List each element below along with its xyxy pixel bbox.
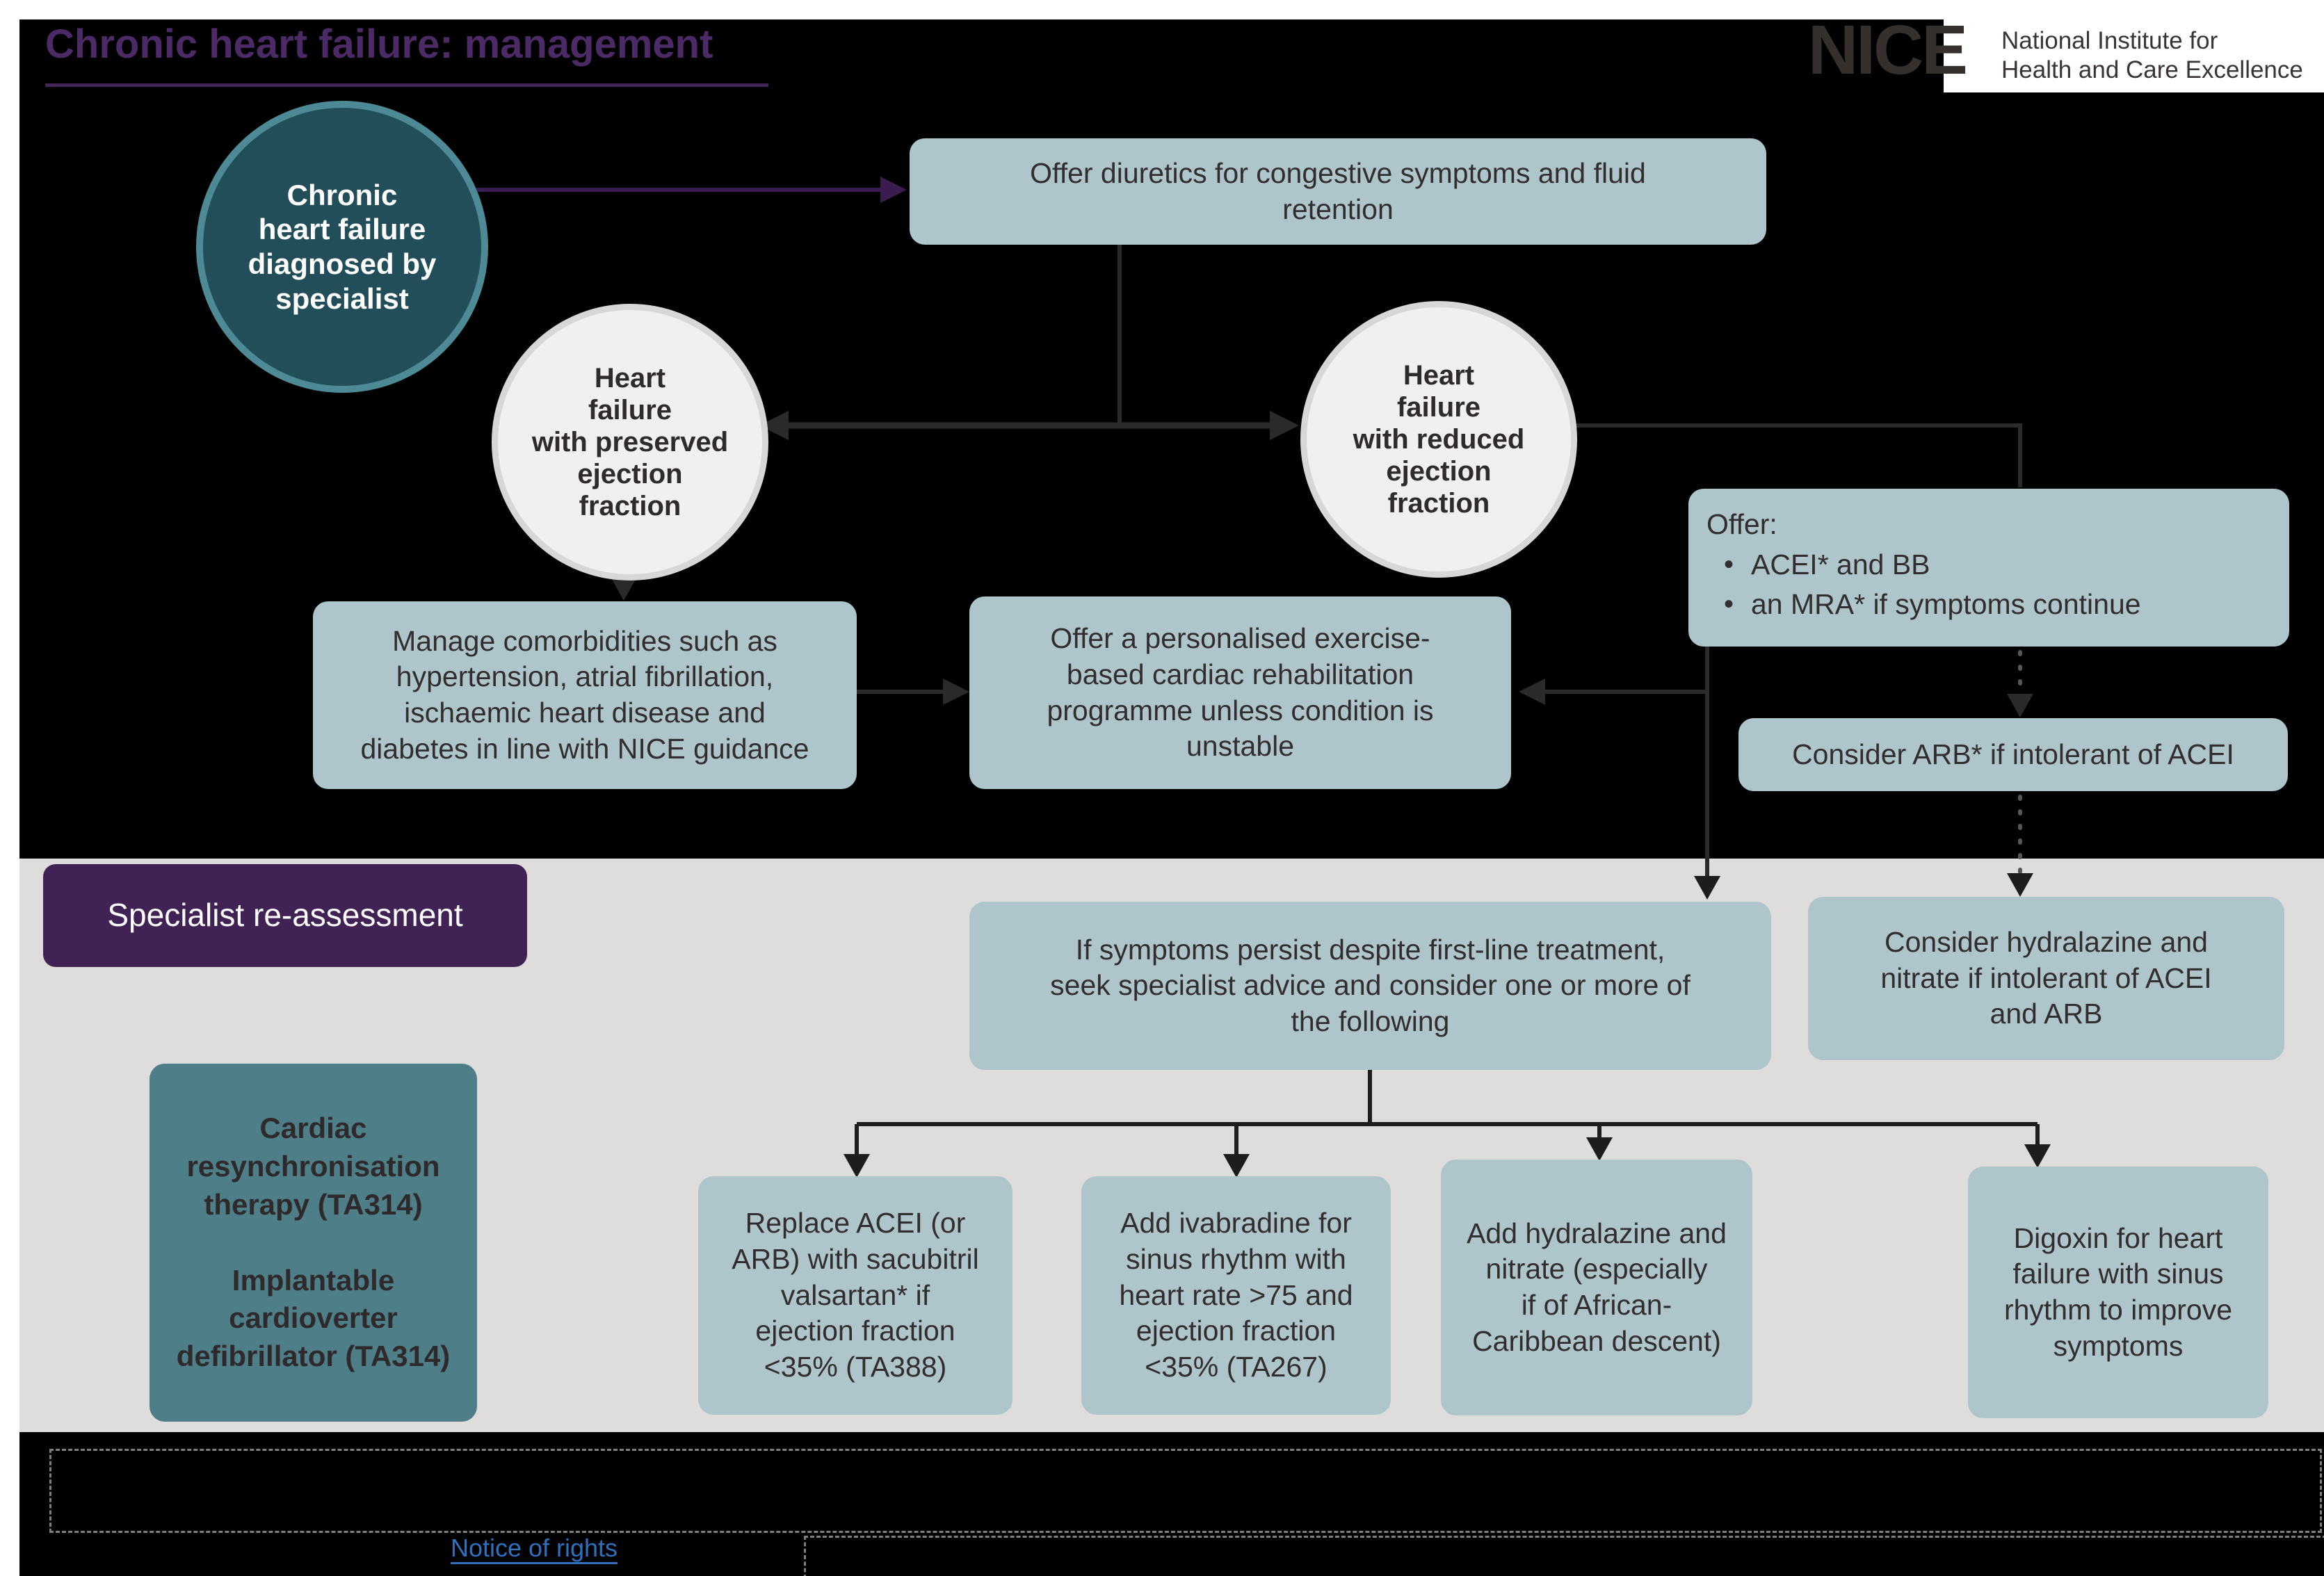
node-add-hydralazine: Add hydralazine and nitrate (especially …: [1441, 1160, 1752, 1415]
notice-of-rights-link[interactable]: Notice of rights: [450, 1534, 618, 1562]
arrowhead-start-to-diuretics: [880, 177, 907, 203]
bullet-icon: •: [1723, 549, 1734, 580]
node-device-therapy-ta314: Cardiac resynchronisation therapy (TA314…: [150, 1064, 477, 1422]
offer-bullet-2: • an MRA* if symptoms continue: [1706, 587, 2141, 623]
arrowhead-to-hfpef: [759, 411, 789, 440]
arrowhead-to-hydralazine: [2007, 873, 2033, 897]
node-symptoms-persist: If symptoms persist despite first-line t…: [969, 902, 1771, 1070]
arrowhead-to-rehab-left: [943, 679, 969, 705]
node-offer-first-line: Offer: • ACEI* and BB • an MRA* if sympt…: [1688, 489, 2289, 647]
arrowhead-to-comorbidities: [611, 577, 637, 601]
node-start-diagnosis: Chronic heart failure diagnosed by speci…: [196, 101, 488, 393]
node-hf-reduced-ef: Heart failure with reduced ejection frac…: [1300, 301, 1577, 578]
node-diuretics: Offer diuretics for congestive symptoms …: [910, 138, 1766, 245]
arrowhead-to-sacubitril: [844, 1154, 870, 1178]
footer-dotted-box: [804, 1536, 2324, 1576]
nice-logo-subtitle-line2: Health and Care Excellence: [2001, 56, 2303, 83]
arrowhead-to-rehab-right: [1519, 679, 1545, 705]
arrowhead-to-arb: [2007, 694, 2033, 717]
arrowhead-to-hfref: [1270, 411, 1299, 440]
arrowhead-to-hydralazine-add: [1586, 1137, 1613, 1161]
arrowhead-to-ivabradine: [1223, 1154, 1250, 1178]
nice-logo-acronym: NICE: [1808, 11, 1968, 89]
title-underline-rule: [45, 83, 768, 87]
node-sacubitril-valsartan: Replace ACEI (or ARB) with sacubitril va…: [698, 1176, 1012, 1415]
logo-background-panel: [1944, 0, 2324, 92]
line-hfref-to-offer: [1566, 423, 2022, 487]
nice-logo-subtitle: National Institute for Health and Care E…: [2001, 26, 2303, 85]
arrowhead-to-persist: [1694, 876, 1720, 900]
offer-bullet-1-text: ACEI* and BB: [1751, 548, 1930, 580]
node-hf-preserved-ef: Heart failure with preserved ejection fr…: [492, 304, 768, 580]
node-cardiac-rehab: Offer a personalised exercise- based car…: [969, 596, 1511, 789]
node-hydralazine-if-intolerant: Consider hydralazine and nitrate if into…: [1808, 897, 2284, 1060]
page-title: Chronic heart failure: management: [45, 22, 713, 67]
nice-logo: NICE National Institute for Health and C…: [1808, 11, 2324, 95]
offer-intro: Offer:: [1706, 508, 1777, 540]
nice-logo-subtitle-line1: National Institute for: [2001, 27, 2218, 54]
node-digoxin: Digoxin for heart failure with sinus rhy…: [1968, 1167, 2268, 1418]
label-specialist-reassessment: Specialist re-assessment: [43, 864, 527, 967]
node-ivabradine: Add ivabradine for sinus rhythm with hea…: [1081, 1176, 1391, 1415]
footnote-dotted-box: [49, 1449, 2322, 1533]
offer-bullet-2-text: an MRA* if symptoms continue: [1751, 588, 2141, 621]
arrowhead-to-digoxin: [2024, 1144, 2051, 1168]
node-manage-comorbidities: Manage comorbidities such as hypertensio…: [313, 601, 857, 789]
offer-bullet-1: • ACEI* and BB: [1706, 547, 1930, 583]
bullet-icon: •: [1723, 589, 1734, 620]
node-consider-arb: Consider ARB* if intolerant of ACEI: [1738, 718, 2288, 791]
